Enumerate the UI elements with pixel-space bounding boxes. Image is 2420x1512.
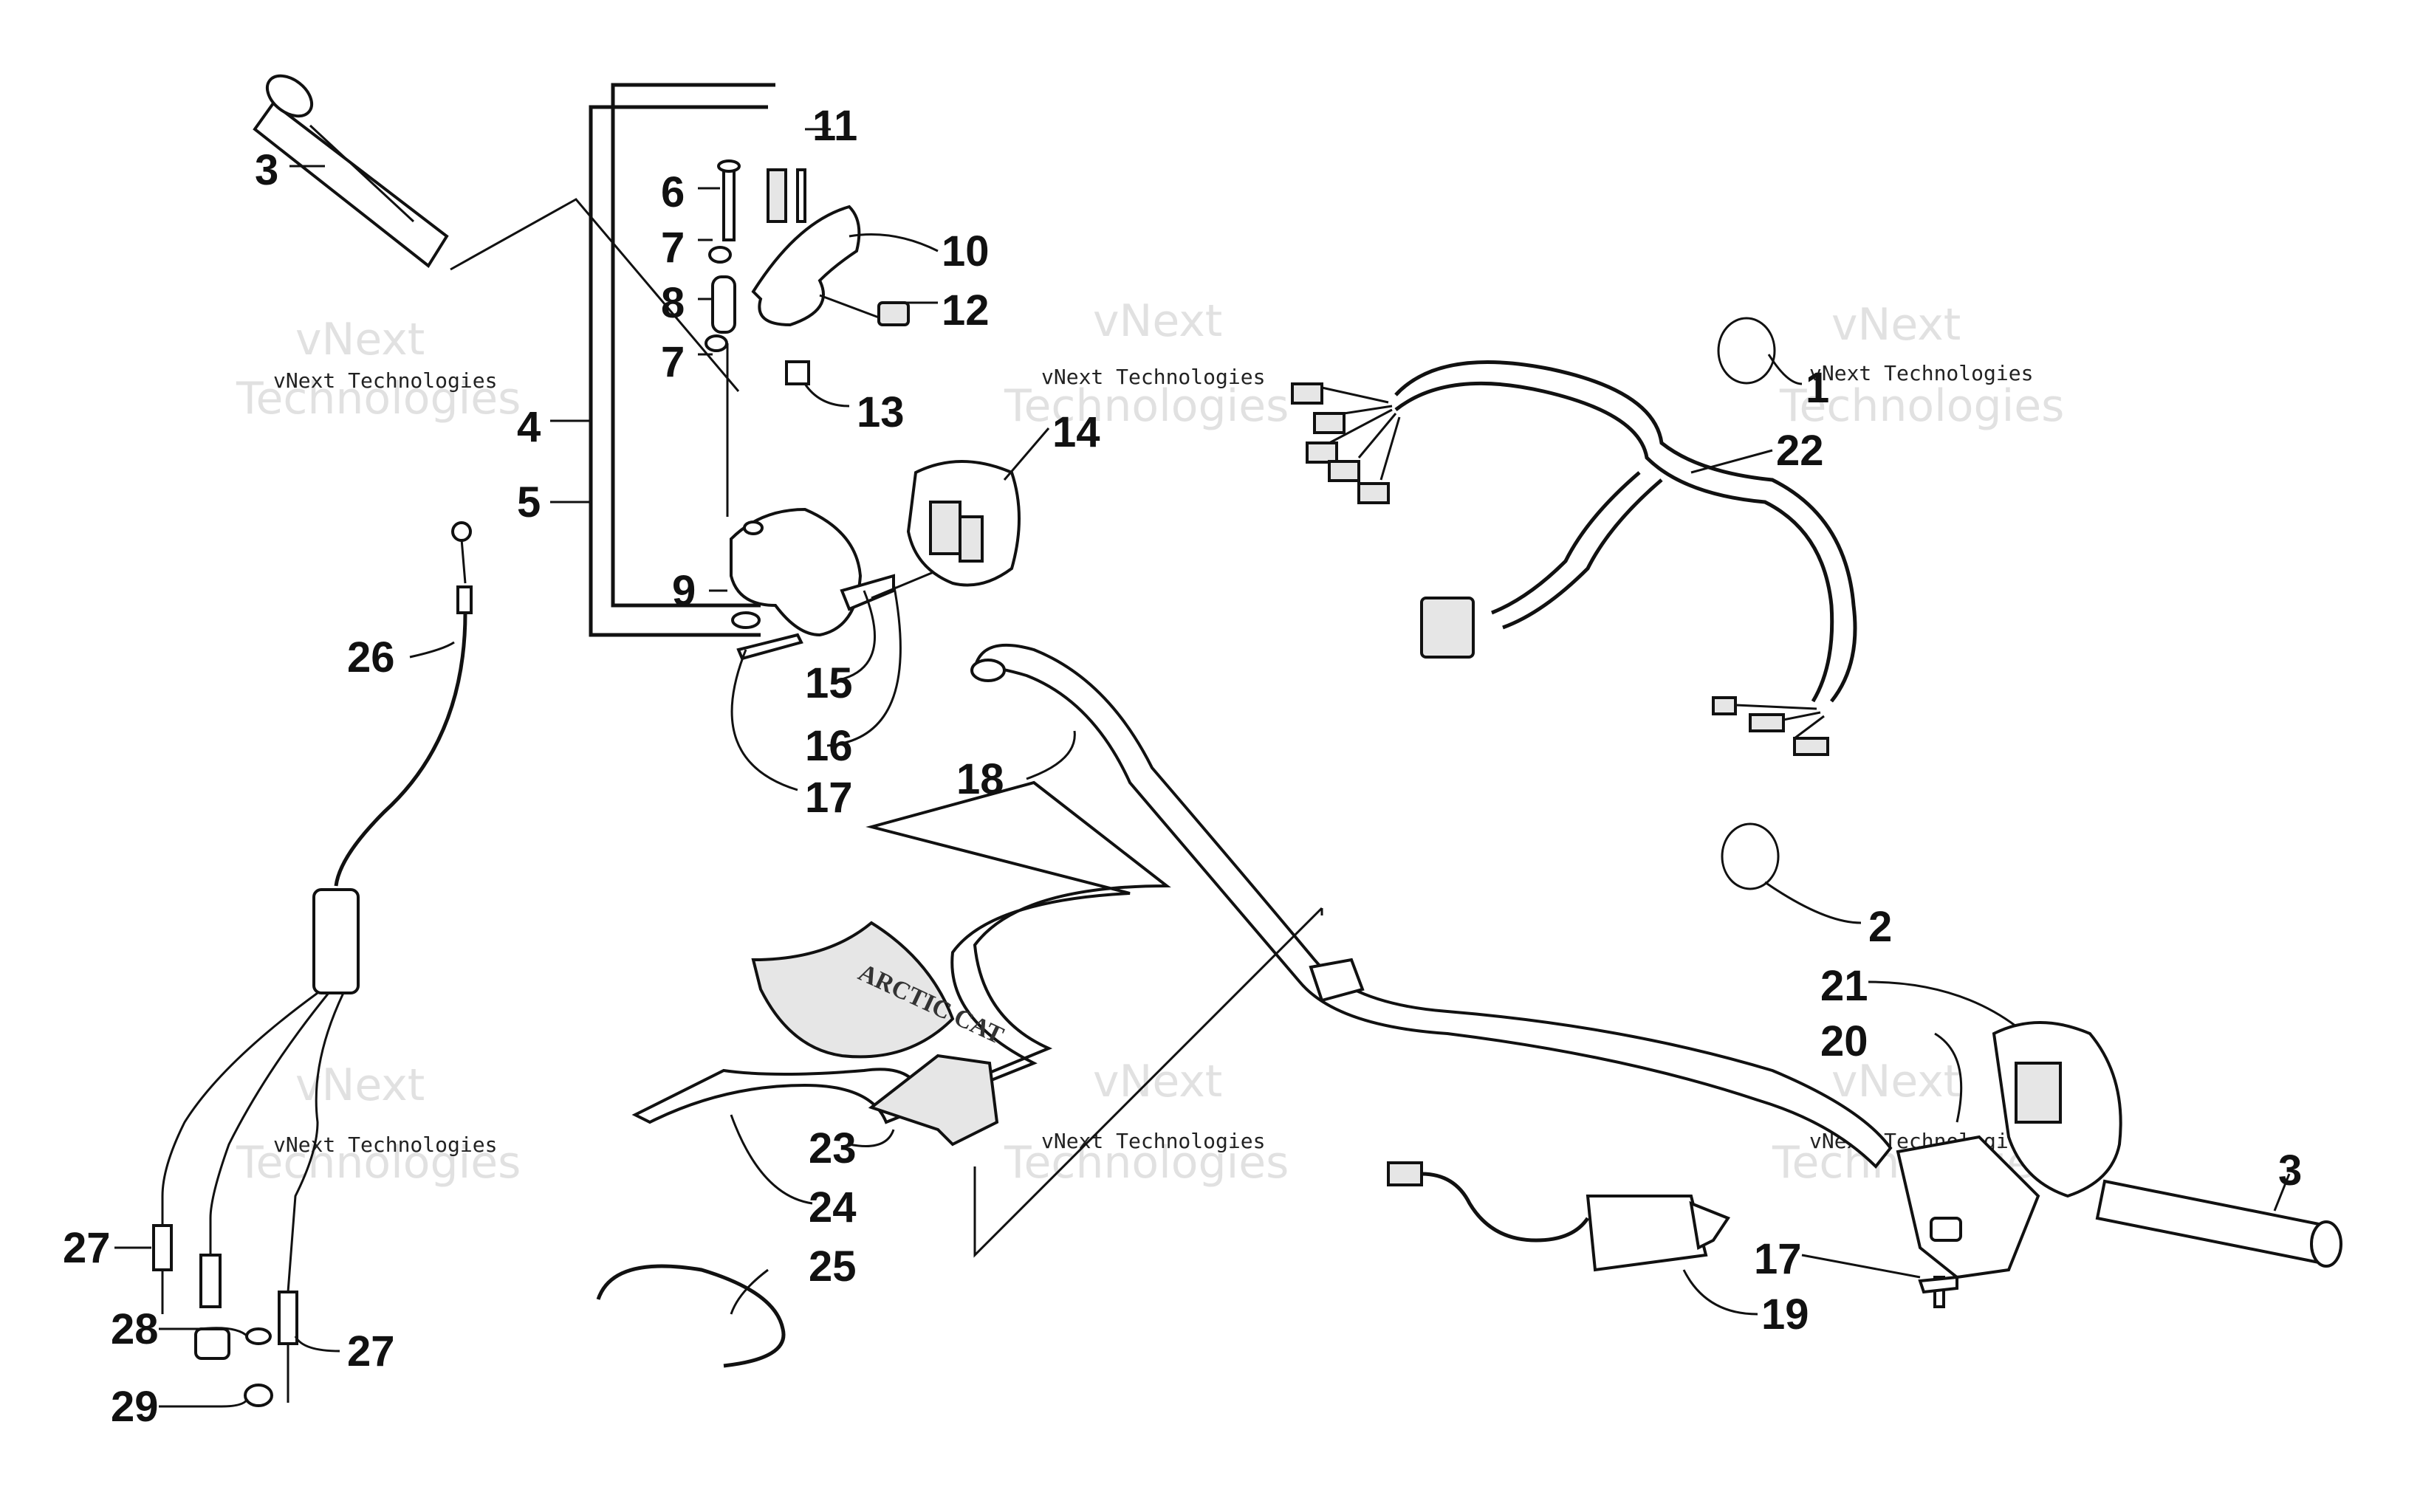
svg-text:vNext: vNext <box>295 314 425 365</box>
handlebar <box>970 643 1893 1169</box>
callout-17-right: 17 <box>1754 1235 1802 1283</box>
handlebar-pad: ARCTIC CAT <box>631 780 1171 1147</box>
svg-text:vNext Technologies: vNext Technologies <box>273 368 497 393</box>
callout-13: 13 <box>857 388 905 436</box>
switch-14 <box>906 460 1021 587</box>
callout-26: 26 <box>347 633 395 681</box>
svg-text:vNext Technologies: vNext Technologies <box>1041 365 1265 389</box>
callout-3-right: 3 <box>2278 1147 2302 1195</box>
callout-24: 24 <box>809 1183 857 1231</box>
svg-text:Technologies: Technologies <box>1004 380 1289 432</box>
right-switch <box>1896 1021 2122 1308</box>
callout-22: 22 <box>1776 427 1824 475</box>
callout-21: 21 <box>1820 962 1868 1010</box>
connector-19 <box>1387 1161 1731 1272</box>
watermark-top-right: vNext Technologies vNext Technologies <box>1779 299 2064 432</box>
callout-11: 11 <box>812 102 857 150</box>
clips <box>1717 317 1780 890</box>
callout-29: 29 <box>111 1383 159 1431</box>
watermark-top-left: vNext Technologies vNext Technologies <box>236 314 521 425</box>
callout-10: 10 <box>942 227 990 275</box>
callout-12: 12 <box>942 286 990 334</box>
callout-labels: 3 11 6 7 10 8 12 7 13 4 5 14 1 22 9 26 1… <box>63 102 2302 1431</box>
callout-16: 16 <box>805 722 853 770</box>
callout-14: 14 <box>1052 408 1100 456</box>
left-switch-housing <box>730 507 961 661</box>
callout-5: 5 <box>517 478 541 526</box>
svg-text:vNext: vNext <box>1831 299 1961 351</box>
svg-text:vNext Technologies: vNext Technologies <box>273 1133 497 1157</box>
svg-text:Technologies: Technologies <box>1779 380 2064 432</box>
callout-17-left: 17 <box>805 774 853 822</box>
callout-7-upper: 7 <box>661 224 685 272</box>
callout-7-lower: 7 <box>661 338 685 386</box>
callout-2: 2 <box>1868 903 1892 951</box>
callout-25: 25 <box>809 1243 857 1291</box>
strap <box>596 1264 786 1368</box>
pad-box <box>973 907 1323 1258</box>
callout-20: 20 <box>1820 1017 1868 1065</box>
svg-text:vNext Technologies: vNext Technologies <box>1809 361 2033 385</box>
left-grip <box>253 74 449 268</box>
right-grip <box>2095 1179 2342 1268</box>
wiring-harness <box>1291 360 1857 756</box>
svg-text:Technologies: Technologies <box>236 1137 521 1189</box>
svg-text:vNext: vNext <box>295 1059 425 1111</box>
watermark-bottom-left: vNext Technologies vNext Technologies <box>236 1059 521 1189</box>
throttle-parts <box>705 159 910 517</box>
watermark-top-middle: vNext Technologies vNext Technologies <box>1004 295 1289 432</box>
callout-1: 1 <box>1806 364 1829 412</box>
svg-text:Technologies: Technologies <box>236 373 521 425</box>
callout-27-left: 27 <box>63 1224 111 1272</box>
svg-text:vNext: vNext <box>1093 295 1222 347</box>
callout-8: 8 <box>661 279 685 327</box>
callout-6: 6 <box>661 168 685 216</box>
leader-lines <box>114 128 2291 1408</box>
callout-27-right: 27 <box>347 1327 395 1375</box>
callout-15: 15 <box>805 659 853 707</box>
callout-23: 23 <box>809 1124 857 1172</box>
watermark-bottom-middle: vNext Technologies vNext Technologies <box>1004 1056 1289 1189</box>
throttle-cable <box>152 521 473 1407</box>
svg-text:vNext Technologies: vNext Technologies <box>1041 1129 1265 1153</box>
svg-text:vNext: vNext <box>1093 1056 1222 1107</box>
callout-3-left: 3 <box>255 146 278 194</box>
callout-4: 4 <box>517 403 541 451</box>
callout-19: 19 <box>1761 1291 1809 1339</box>
callout-9: 9 <box>672 567 696 615</box>
assembly-bracket <box>450 83 775 637</box>
callout-28: 28 <box>111 1305 159 1353</box>
svg-text:vNext: vNext <box>1831 1056 1961 1107</box>
callout-18: 18 <box>956 755 1004 803</box>
